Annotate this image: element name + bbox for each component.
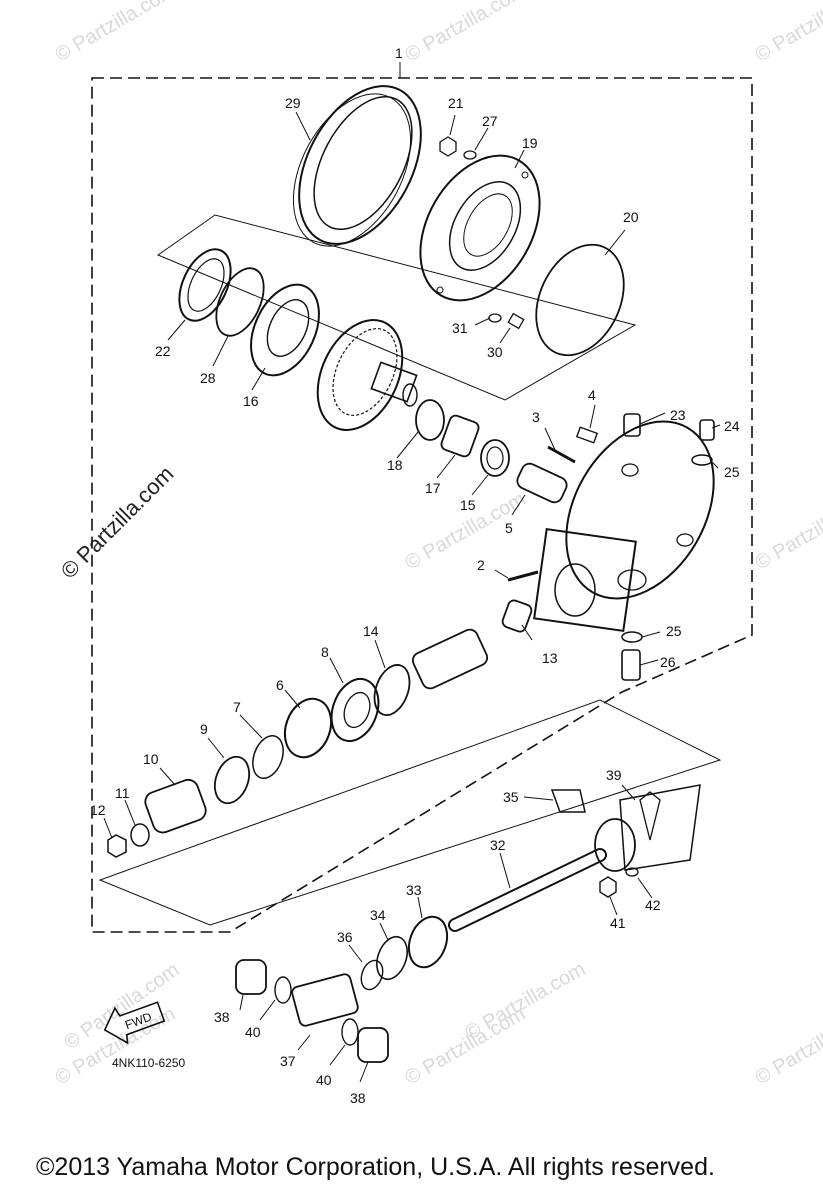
callout-31: 31	[452, 320, 468, 336]
callout-35: 35	[503, 789, 519, 805]
watermark: © Partzilla.com	[752, 488, 823, 574]
callout-42: 42	[645, 897, 661, 913]
universal-joint	[235, 959, 389, 1063]
callout-5: 5	[505, 520, 513, 536]
callout-41: 41	[610, 915, 626, 931]
callout-4: 4	[588, 387, 596, 403]
callout-25: 25	[724, 464, 740, 480]
sub-assembly-plane-lower	[98, 699, 722, 926]
callout-16: 16	[243, 393, 259, 409]
callout-33: 33	[406, 882, 422, 898]
part-seal-29	[292, 85, 422, 247]
callout-38: 38	[350, 1090, 366, 1106]
callout-11: 11	[115, 785, 130, 801]
ring-gear	[316, 319, 418, 431]
part-o-ring-20	[535, 243, 625, 357]
callout-38: 38	[214, 1009, 230, 1025]
callout-29: 29	[285, 95, 301, 111]
callouts: 1 29 21 27 19 20 31 30 22 28 16 4 3 23 2…	[90, 45, 740, 1106]
watermark: © Partzilla.com	[402, 0, 530, 66]
callout-3: 3	[532, 409, 540, 425]
callout-28: 28	[200, 370, 216, 386]
callout-14: 14	[363, 623, 379, 639]
callout-17: 17	[425, 480, 441, 496]
callout-24: 24	[724, 418, 740, 434]
drive-shaft-assembly	[360, 818, 636, 991]
bearing-stack-upper	[178, 248, 320, 377]
callout-20: 20	[623, 209, 639, 225]
callout-32: 32	[490, 837, 506, 853]
callout-1: 1	[395, 45, 403, 61]
callout-23: 23	[670, 407, 686, 423]
callout-30: 30	[487, 344, 503, 360]
differential-case	[533, 420, 715, 632]
sub-assembly-plane-upper	[156, 214, 637, 401]
callout-40: 40	[316, 1072, 332, 1088]
watermark: © Partzilla.com	[752, 1003, 823, 1089]
callout-7: 7	[233, 699, 241, 715]
callout-15: 15	[460, 497, 476, 513]
watermark-group: © Partzilla.com © Partzilla.com © Partzi…	[52, 0, 823, 1089]
callout-18: 18	[387, 457, 403, 473]
callout-27: 27	[482, 113, 498, 129]
callout-36: 36	[337, 929, 353, 945]
stud-and-bushing	[501, 570, 539, 633]
callout-22: 22	[155, 343, 171, 359]
leader-lines	[103, 111, 721, 1083]
callout-10: 10	[143, 751, 159, 767]
part-code: 4NK110-6250	[112, 1056, 185, 1070]
callout-39: 39	[606, 767, 622, 783]
callout-21: 21	[448, 95, 464, 111]
callout-37: 37	[280, 1053, 296, 1069]
copyright-notice: ©2013 Yamaha Motor Corporation, U.S.A. A…	[36, 1153, 715, 1181]
spacer-stack-upper	[415, 399, 510, 477]
callout-12: 12	[90, 802, 106, 818]
callout-2: 2	[477, 557, 485, 573]
shaft-collar-5	[516, 426, 599, 504]
callout-40: 40	[245, 1024, 261, 1040]
callout-26: 26	[660, 654, 676, 670]
callout-25: 25	[666, 623, 682, 639]
callout-19: 19	[522, 135, 538, 151]
assembly-boundary	[91, 77, 753, 933]
callout-34: 34	[370, 907, 386, 923]
watermark: © Partzilla.com	[462, 958, 590, 1044]
callout-9: 9	[200, 721, 208, 737]
watermark: © Partzilla.com	[752, 0, 823, 66]
small-hardware-upper	[439, 136, 525, 330]
watermark-main: © Partzilla.com	[56, 461, 179, 584]
callout-13: 13	[542, 650, 558, 666]
pinion-stack	[107, 628, 489, 858]
callout-6: 6	[276, 677, 284, 693]
watermark: © Partzilla.com	[52, 0, 180, 66]
callout-8: 8	[321, 644, 329, 660]
rear-hardware	[550, 784, 701, 898]
